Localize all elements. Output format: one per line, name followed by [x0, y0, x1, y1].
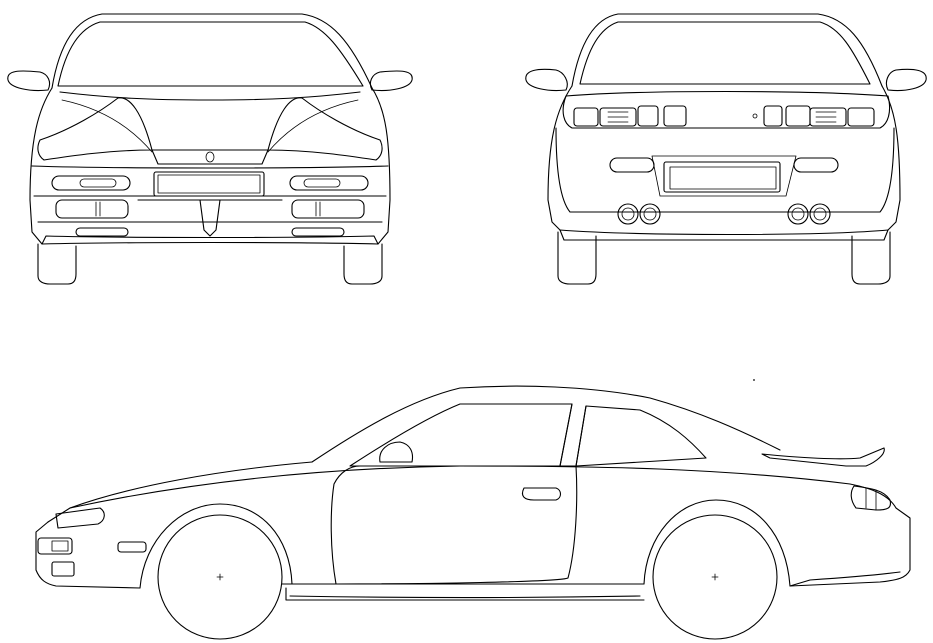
side-speck — [753, 379, 755, 381]
rear-license-plate — [663, 161, 781, 193]
front-valance — [41, 235, 379, 245]
side-rocker — [281, 583, 645, 601]
front-hood — [59, 91, 361, 101]
front-mirror-left — [7, 70, 51, 92]
rear-window — [579, 21, 871, 85]
side-front-foglight — [51, 561, 75, 577]
front-windshield — [57, 21, 364, 87]
rear-license-recess — [651, 155, 797, 197]
front-body-left — [29, 87, 53, 245]
front-intake-right — [291, 199, 365, 219]
front-intake-left — [55, 199, 129, 219]
front-body-right — [371, 87, 391, 245]
rear-view — [525, 13, 927, 285]
side-front-marker — [37, 537, 73, 555]
side-spoiler — [761, 447, 885, 467]
front-tire-right — [343, 243, 383, 285]
side-rear-quarter — [789, 483, 911, 587]
front-hood-crease — [61, 99, 359, 153]
front-bumper — [31, 165, 389, 223]
rear-keyhole — [752, 113, 758, 119]
front-lip-left — [75, 227, 129, 237]
front-center-splitter — [137, 199, 283, 237]
front-license-plate — [153, 171, 265, 197]
rear-tire-right — [851, 231, 891, 285]
rear-reflector-right — [793, 157, 839, 173]
rear-taillight-left — [573, 105, 687, 127]
front-headlight-right — [267, 97, 383, 161]
rear-mirror-right — [885, 68, 927, 92]
front-tire-left — [37, 243, 77, 285]
side-rear-arch — [643, 499, 791, 587]
side-front-arch — [139, 503, 293, 589]
rear-body-left — [547, 85, 573, 231]
side-front-fascia — [35, 521, 141, 589]
side-view — [35, 379, 911, 640]
side-roof — [311, 385, 781, 463]
front-view — [7, 13, 413, 285]
front-headlight-left — [37, 97, 153, 161]
side-window-front — [349, 403, 573, 467]
side-mirror — [379, 441, 414, 463]
side-b-pillar — [559, 403, 573, 467]
front-lip-right — [291, 227, 345, 237]
side-door — [330, 465, 578, 585]
rear-exhaust-left — [617, 203, 661, 225]
front-mirror-right — [369, 70, 413, 92]
rear-tire-left — [557, 231, 597, 285]
rear-body-right — [881, 85, 901, 231]
side-door-handle — [521, 487, 562, 501]
rear-mirror-left — [525, 68, 568, 92]
side-taillight — [850, 485, 892, 511]
side-window-rear — [575, 405, 707, 467]
rear-bumper — [555, 127, 895, 213]
side-hood — [47, 461, 313, 523]
rear-roof-outline — [571, 13, 883, 87]
front-foglight-left — [51, 175, 131, 191]
front-foglight-right — [289, 175, 369, 191]
side-turn-signal — [117, 541, 147, 553]
side-rear-diffuser — [789, 571, 901, 587]
side-headlight — [55, 507, 105, 529]
front-emblem — [205, 151, 215, 163]
rear-reflector-left — [609, 157, 655, 173]
front-grille — [151, 149, 269, 165]
rear-taillight-right — [763, 105, 875, 127]
rear-trunk-lid — [562, 90, 891, 129]
front-roof-outline — [51, 13, 373, 89]
rear-exhaust-right — [787, 203, 831, 225]
rear-diffuser — [559, 229, 889, 241]
side-front-wheel — [157, 514, 283, 640]
side-rear-wheel — [652, 514, 778, 640]
